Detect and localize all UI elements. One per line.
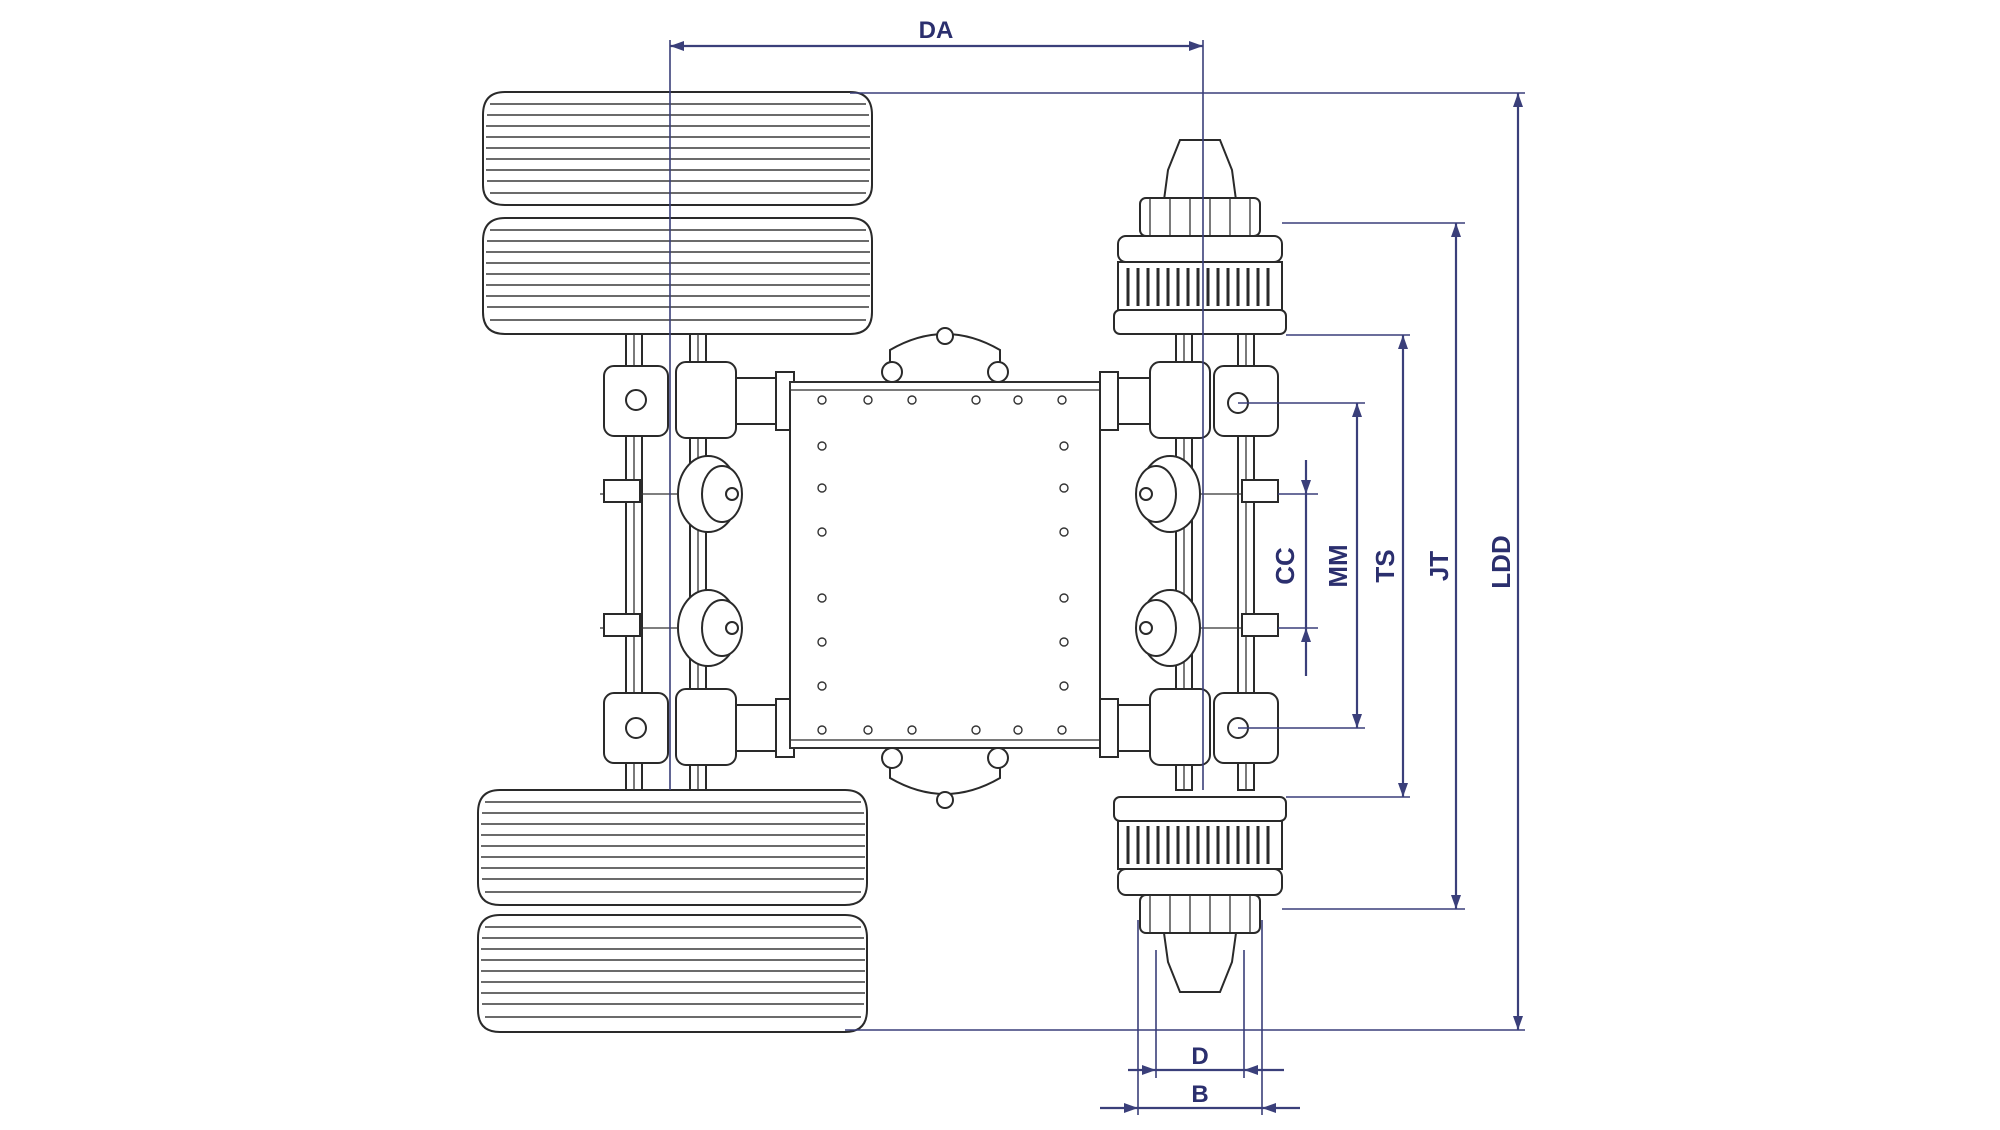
dimension-cc [1278,460,1318,676]
left-tire-top-outer [482,91,873,206]
left-tire-bottom-outer [477,914,868,1033]
dimension-ts [1286,334,1410,798]
right-axle-beam [1175,333,1255,791]
right-hanger-bottom [1099,688,1279,766]
dimension-ldd [845,92,1525,1031]
label-da: DA [919,17,954,44]
label-mm: MM [1323,544,1353,587]
label-ldd: LDD [1486,535,1516,588]
label-cc: CC [1270,547,1300,585]
right-hanger-top [1099,361,1279,439]
left-axle-beam [625,333,707,791]
left-hanger-top [603,361,795,439]
left-tire-bottom-inner [477,789,868,906]
dimension-mm [1238,402,1365,729]
left-brake-chamber-bottom [600,589,743,667]
right-brake-chamber-top [1135,455,1279,533]
dimension-jt [1282,222,1465,910]
right-hub-bottom [1113,796,1287,993]
label-d: D [1191,1043,1208,1070]
label-ts: TS [1370,549,1400,582]
dimension-b [1100,920,1300,1115]
right-brake-chamber-bottom [1135,589,1279,667]
label-jt: JT [1424,551,1454,581]
dimension-da [669,40,1204,790]
label-b: B [1191,1081,1208,1108]
dimension-d [1128,950,1284,1078]
center-frame-plate [789,327,1101,809]
left-brake-chamber-top [600,455,743,533]
left-hanger-bottom [603,688,795,766]
left-tire-top-inner [482,217,873,335]
right-hub-top [1113,139,1287,335]
